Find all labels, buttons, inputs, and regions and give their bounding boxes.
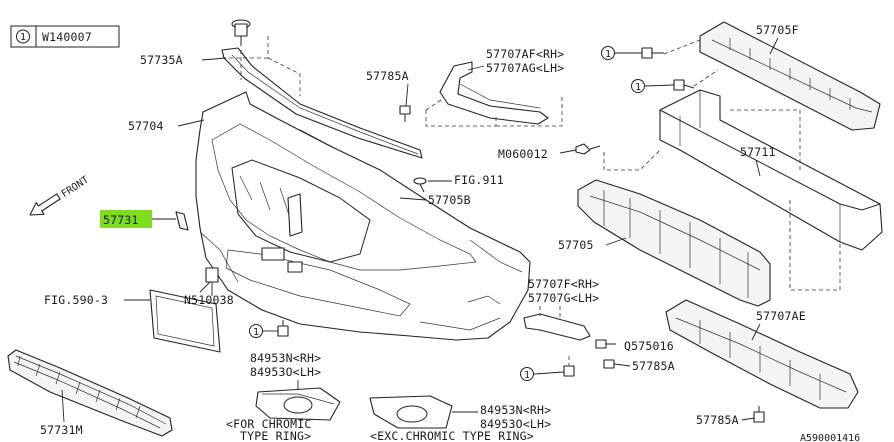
lower-side-bracket — [523, 313, 591, 341]
svg-text:1: 1 — [605, 49, 611, 60]
license-plate-bracket — [149, 267, 221, 353]
energy-absorber-57705 — [577, 179, 771, 307]
bolt-q575016 — [595, 339, 616, 349]
label-57731: 57731 — [103, 213, 139, 227]
label-57707ag: 57707AG<LH> — [486, 61, 564, 75]
label-84953n-a: 84953N<RH> — [250, 351, 321, 365]
bolt-top-right-2 — [673, 79, 695, 91]
label-m060012: M060012 — [498, 147, 548, 161]
highlighted-part-57731: 57731 — [100, 210, 189, 231]
svg-text:1: 1 — [635, 82, 641, 93]
bolt-lower-circle — [563, 356, 575, 377]
front-bumper-cover — [195, 91, 531, 341]
bolt-m060012 — [575, 143, 601, 155]
fog-ring-standard — [369, 395, 453, 429]
label-q575016: Q575016 — [624, 339, 674, 353]
label-84953n-b: 84953N<RH> — [480, 403, 551, 417]
label-57735a: 57735A — [140, 53, 183, 67]
label-57731m: 57731M — [40, 423, 83, 437]
label-for-chromic-1: <FOR CHROMIC — [226, 417, 311, 431]
label-n510038: N510038 — [184, 293, 234, 307]
circle-ref-top: 1 — [601, 46, 642, 60]
bolt-57785a-bot — [753, 406, 765, 423]
fog-ring-chromic — [255, 387, 341, 421]
bolt-top-right-1 — [641, 47, 664, 59]
part-57731-highlight — [100, 210, 152, 228]
label-57707g: 57707G<LH> — [528, 291, 599, 305]
label-57705f: 57705F — [756, 23, 799, 37]
label-exc-chromic: <EXC.CHROMIC TYPE RING> — [370, 429, 534, 442]
bolt-fig911 — [413, 177, 427, 193]
label-57711: 57711 — [740, 145, 776, 159]
top-clip — [231, 19, 251, 46]
circle-ref-second: 1 — [631, 79, 675, 93]
ref-code: W140007 — [42, 30, 92, 44]
upper-absorber-57705f — [699, 21, 881, 131]
label-57785a-bot: 57785A — [696, 413, 739, 427]
bolt-57785a-mid — [603, 359, 615, 369]
bolt-57785a-top — [399, 105, 411, 122]
circle-ref-left: 1 — [249, 324, 278, 338]
label-57707af: 57707AF<RH> — [486, 47, 564, 61]
circle-ref-bottom: 1 — [520, 367, 565, 381]
label-57707f: 57707F<RH> — [528, 277, 599, 291]
svg-text:1: 1 — [253, 327, 259, 338]
side-bracket-upper — [439, 61, 549, 125]
label-fig-911: FIG.911 — [454, 173, 504, 187]
front-label: FRONT — [60, 175, 91, 201]
lower-grille-57731m — [7, 349, 173, 437]
svg-text:1: 1 — [524, 370, 530, 381]
footer-code: A590001416 — [800, 433, 860, 442]
label-57785a-top: 57785A — [366, 69, 409, 83]
label-57704: 57704 — [128, 119, 164, 133]
ref-circle-number: 1 — [20, 32, 26, 43]
reinforcement-beam-57711 — [659, 89, 883, 251]
label-fig-590-3: FIG.590-3 — [44, 293, 108, 307]
bolt-left-circle — [277, 320, 289, 337]
label-84953o-b: 84953O<LH> — [480, 417, 551, 431]
front-direction-arrow: FRONT — [29, 175, 91, 216]
label-for-chromic-2: TYPE RING> — [240, 429, 311, 442]
lower-absorber-57707ae — [665, 299, 859, 409]
reference-box: 1 W140007 — [10, 25, 120, 48]
label-84953o-a: 84953O<LH> — [250, 365, 321, 379]
label-57705: 57705 — [558, 238, 594, 252]
label-57705b: 57705B — [428, 193, 471, 207]
label-57707ae: 57707AE — [756, 309, 806, 323]
label-57785a-mid: 57785A — [632, 359, 675, 373]
